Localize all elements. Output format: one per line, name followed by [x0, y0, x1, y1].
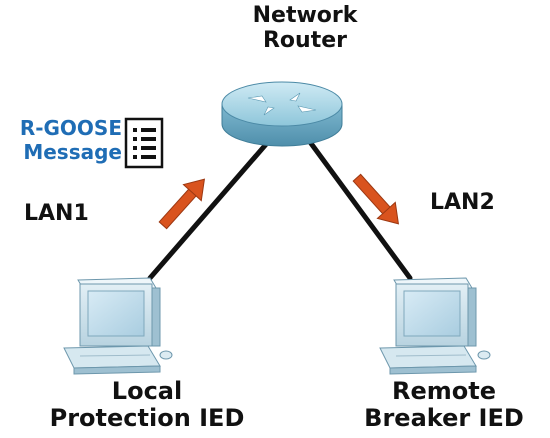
remote-ied-computer-icon — [379, 277, 491, 375]
router-icon — [221, 81, 343, 147]
message-label-line1: R-GOOSE — [19, 116, 122, 140]
remote-ied-label-line1: Remote — [391, 377, 496, 405]
lan2-direction-arrow — [352, 173, 400, 225]
local-ied-label-line2: Protection IED — [49, 403, 245, 432]
lan2-link — [307, 139, 413, 281]
router-label-line1: Network — [252, 3, 358, 28]
lan1-direction-arrow — [158, 178, 206, 230]
message-label: R-GOOSE Message — [0, 116, 122, 165]
local-ied-label-line1: Local — [111, 377, 183, 405]
local-ied-label: Local Protection IED — [22, 378, 272, 432]
local-ied-computer-icon — [63, 277, 173, 375]
lan1-link — [147, 139, 271, 281]
router-label: Network Router — [205, 3, 405, 53]
lan1-label: LAN1 — [24, 201, 89, 226]
document-list-icon — [124, 117, 164, 169]
lan2-label: LAN2 — [430, 190, 495, 215]
router-label-line2: Router — [262, 27, 347, 53]
remote-ied-label: Remote Breaker IED — [338, 378, 550, 432]
message-label-line2: Message — [23, 140, 122, 165]
remote-ied-label-line2: Breaker IED — [364, 403, 524, 432]
